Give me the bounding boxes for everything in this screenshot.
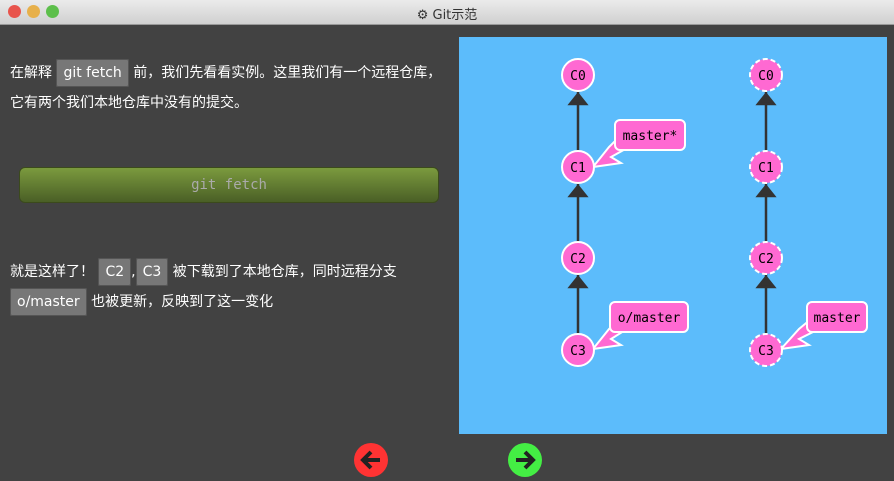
code-git-fetch: git fetch (56, 59, 129, 87)
intro-after: 前，我们先看看实例。这里我们有一个远程仓库，它有两个我们本地仓库中没有的提交。 (10, 65, 442, 111)
intro-text: 在解释 git fetch 前，我们先看看实例。这里我们有一个远程仓库，它有两个… (10, 58, 450, 118)
minimize-window-button[interactable] (27, 5, 40, 18)
commit-node: C3 (561, 333, 595, 367)
svg-text:C1: C1 (570, 161, 586, 176)
result-mid: 被下载到了本地仓库，同时远程分支 (168, 264, 397, 280)
remote-commits: C0 C1 C2 C3 (749, 58, 783, 367)
svg-text:C1: C1 (758, 161, 774, 176)
remote-commit-node: C1 (749, 150, 783, 184)
commit-node: C1 (561, 150, 595, 184)
svg-text:o/master: o/master (618, 311, 681, 326)
svg-text:C0: C0 (570, 69, 586, 84)
next-button[interactable] (508, 443, 542, 477)
result-text: 就是这样了！ C2,C3 被下载到了本地仓库，同时远程分支 o/master 也… (10, 257, 450, 317)
svg-text:master*: master* (623, 129, 678, 144)
git-visualization: C0 C1 C2 C3 C0 C1 C2 C3 master* o/master… (459, 37, 887, 434)
commit-node: C0 (561, 58, 595, 92)
zoom-window-button[interactable] (46, 5, 59, 18)
result-before: 就是这样了！ (10, 264, 99, 280)
comma: , (131, 264, 136, 280)
code-c3: C3 (135, 258, 169, 286)
window-title: ⚙ Git示范 (416, 8, 478, 23)
arrow-left-icon (360, 450, 380, 470)
remote-commit-node: C0 (749, 58, 783, 92)
git-fetch-command-button[interactable]: git fetch (19, 167, 439, 203)
close-window-button[interactable] (8, 5, 21, 18)
svg-text:C3: C3 (758, 344, 774, 359)
svg-text:C0: C0 (758, 69, 774, 84)
svg-text:C2: C2 (570, 252, 586, 267)
branch-master-remote: master (806, 301, 868, 333)
local-commits: C0 C1 C2 C3 (561, 58, 595, 367)
branch-o-master: o/master (609, 301, 689, 333)
svg-text:C3: C3 (570, 344, 586, 359)
arrow-right-icon (516, 450, 536, 470)
branch-master-local: master* (614, 119, 686, 151)
code-o-master: o/master (10, 288, 87, 316)
intro-before: 在解释 (10, 65, 57, 81)
commit-node: C2 (561, 241, 595, 275)
result-after: 也被更新，反映到了这一变化 (86, 294, 274, 310)
prev-button[interactable] (354, 443, 388, 477)
svg-text:master: master (814, 311, 861, 326)
remote-commit-node: C2 (749, 241, 783, 275)
title-bar: ⚙ Git示范 (0, 0, 894, 25)
svg-text:C2: C2 (758, 252, 774, 267)
remote-commit-node: C3 (749, 333, 783, 367)
code-c2: C2 (98, 258, 132, 286)
